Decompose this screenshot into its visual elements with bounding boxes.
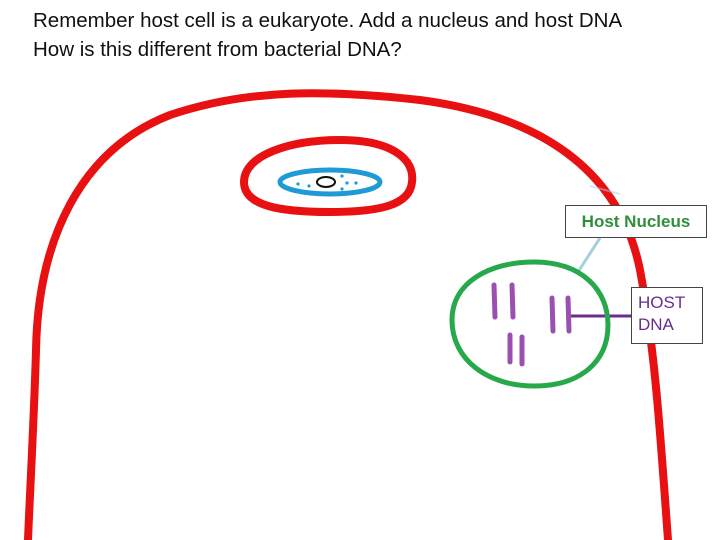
bacterium-ribosomes (296, 174, 358, 191)
bacterial-dna-loop (316, 176, 336, 188)
nucleus-pointer-line (576, 237, 602, 273)
host-dna-label-line-1: HOST (638, 293, 686, 312)
question-prompt: Remember host cell is a eukaryote. Add a… (33, 6, 720, 64)
prompt-line-1: Remember host cell is a eukaryote. Add a… (33, 9, 623, 32)
organelle-ring (239, 135, 417, 217)
host-nucleus-label: Host Nucleus (565, 205, 707, 238)
host-dna-label: HOST DNA (631, 287, 703, 344)
host-dna-label-line-2: DNA (638, 315, 674, 334)
bacterium-membrane (277, 167, 383, 197)
nucleus-pointer-faint (589, 185, 621, 195)
host-cell-membrane-left (24, 346, 40, 540)
host-nucleus (449, 259, 611, 389)
prompt-line-2: How is this different from bacterial DNA… (33, 38, 402, 61)
host-dna-chromosomes (491, 282, 572, 367)
